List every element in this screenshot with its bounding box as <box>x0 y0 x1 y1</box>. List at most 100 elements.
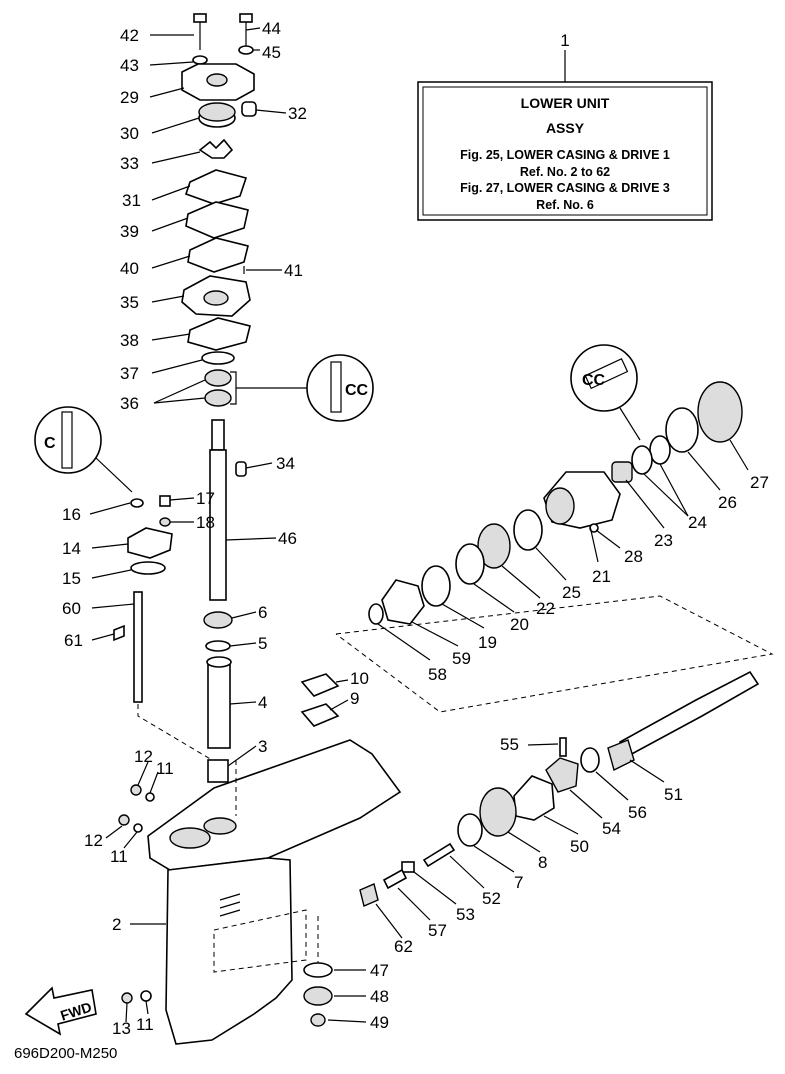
callout-21: 21 <box>592 567 611 586</box>
bushing-3 <box>207 759 229 783</box>
bolt-12b <box>118 814 130 826</box>
reverse-gear-59 <box>381 579 425 625</box>
callout-51: 51 <box>664 785 683 804</box>
callout-34: 34 <box>276 454 295 473</box>
shift-plunger-57 <box>382 868 408 890</box>
casing-body <box>165 857 293 1045</box>
grease-callout-right: CC <box>306 354 374 422</box>
callout-10: 10 <box>350 669 369 688</box>
washer-43 <box>192 55 208 65</box>
outer-plate-39 <box>185 201 249 239</box>
gasket-38 <box>187 317 251 351</box>
info-box: 1 LOWER UNIT ASSY Fig. 25, LOWER CASING … <box>417 31 713 221</box>
dog-clutch-54 <box>545 757 579 793</box>
impeller-33 <box>198 138 234 159</box>
propeller-shaft-51 <box>618 670 760 758</box>
info-box-ref: 1 <box>560 31 569 50</box>
callout-6: 6 <box>258 603 267 622</box>
bearing-8 <box>479 787 517 837</box>
callout-55: 55 <box>500 735 519 754</box>
callout-39: 39 <box>120 222 139 241</box>
bolt-12a <box>130 784 142 796</box>
callout-9: 9 <box>350 689 359 708</box>
drive-shaft-46 <box>209 449 227 601</box>
washer-11b <box>133 823 143 833</box>
shim-20 <box>455 543 485 585</box>
callout-8: 8 <box>538 853 547 872</box>
grommet-32 <box>241 101 257 117</box>
cover-14 <box>127 527 173 559</box>
bolt-13 <box>121 992 133 1004</box>
info-box-title-1: LOWER UNIT <box>521 95 610 111</box>
leader-lines <box>89 27 749 1023</box>
callout-16: 16 <box>62 505 81 524</box>
info-box-title-2: ASSY <box>546 120 585 136</box>
lower-casing-2 <box>147 739 402 1045</box>
callout-23: 23 <box>654 531 673 550</box>
callout-62: 62 <box>394 937 413 956</box>
ball-53 <box>401 861 415 873</box>
grease-callout-left: C <box>34 406 133 493</box>
clutch-51-end <box>607 739 635 772</box>
grommet-9 <box>300 703 340 727</box>
callout-28: 28 <box>624 547 643 566</box>
info-box-line-4: Ref. No. 2 to 62 <box>520 165 610 179</box>
spring-56 <box>580 747 600 773</box>
forward-gear-50 <box>513 775 555 821</box>
callout-4: 4 <box>258 693 267 712</box>
spring-52 <box>422 842 456 868</box>
callout-46: 46 <box>278 529 297 548</box>
callout-13: 13 <box>112 1019 131 1038</box>
casing-top <box>147 739 402 871</box>
info-box-line-3: Fig. 25, LOWER CASING & DRIVE 1 <box>460 148 670 162</box>
shim-19 <box>421 565 451 607</box>
callout-30: 30 <box>120 124 139 143</box>
callout-24: 24 <box>688 513 707 532</box>
callout-5: 5 <box>258 634 267 653</box>
shim-7 <box>457 813 483 847</box>
oil-seal-36b <box>204 389 232 407</box>
callout-11a: 11 <box>156 759 174 778</box>
callout-numbers: 42 44 43 45 29 32 30 33 31 39 40 41 35 3… <box>62 19 769 1038</box>
callout-47: 47 <box>370 961 389 980</box>
grommet-16 <box>130 498 144 508</box>
bearing-22 <box>477 523 511 569</box>
washer-18 <box>159 517 171 527</box>
callout-12a: 12 <box>134 747 153 766</box>
callout-27: 27 <box>750 473 769 492</box>
callout-36: 36 <box>120 394 139 413</box>
rear-drive-assembly <box>368 381 743 625</box>
propeller-shaft-group <box>303 670 760 1027</box>
callout-48: 48 <box>370 987 389 1006</box>
callout-26: 26 <box>718 493 737 512</box>
callout-57: 57 <box>428 921 447 940</box>
callout-50: 50 <box>570 837 589 856</box>
callout-53: 53 <box>456 905 475 924</box>
grease-callout-upper-right: CC <box>570 344 641 441</box>
shim-47 <box>303 962 333 978</box>
callout-35: 35 <box>120 293 139 312</box>
pin-55 <box>559 737 567 757</box>
callout-12b: 12 <box>84 831 103 850</box>
info-box-line-5: Fig. 27, LOWER CASING & DRIVE 3 <box>460 181 670 195</box>
callout-44: 44 <box>262 19 281 38</box>
callout-56: 56 <box>628 803 647 822</box>
screw-17 <box>159 495 171 507</box>
lock-washer-26 <box>665 407 699 453</box>
clip-61 <box>113 624 125 642</box>
callout-22: 22 <box>536 599 555 618</box>
callout-41: 41 <box>284 261 303 280</box>
washer-58 <box>368 603 384 625</box>
callout-61: 61 <box>64 631 83 650</box>
callout-14: 14 <box>62 539 81 558</box>
callout-33: 33 <box>120 154 139 173</box>
callout-49: 49 <box>370 1013 389 1032</box>
callout-7: 7 <box>514 873 523 892</box>
callout-59: 59 <box>452 649 471 668</box>
cam-follower-62 <box>359 883 379 907</box>
nut-49 <box>310 1013 326 1027</box>
callout-60: 60 <box>62 599 81 618</box>
grommet-10 <box>300 673 340 697</box>
svg-text:C: C <box>44 435 56 452</box>
